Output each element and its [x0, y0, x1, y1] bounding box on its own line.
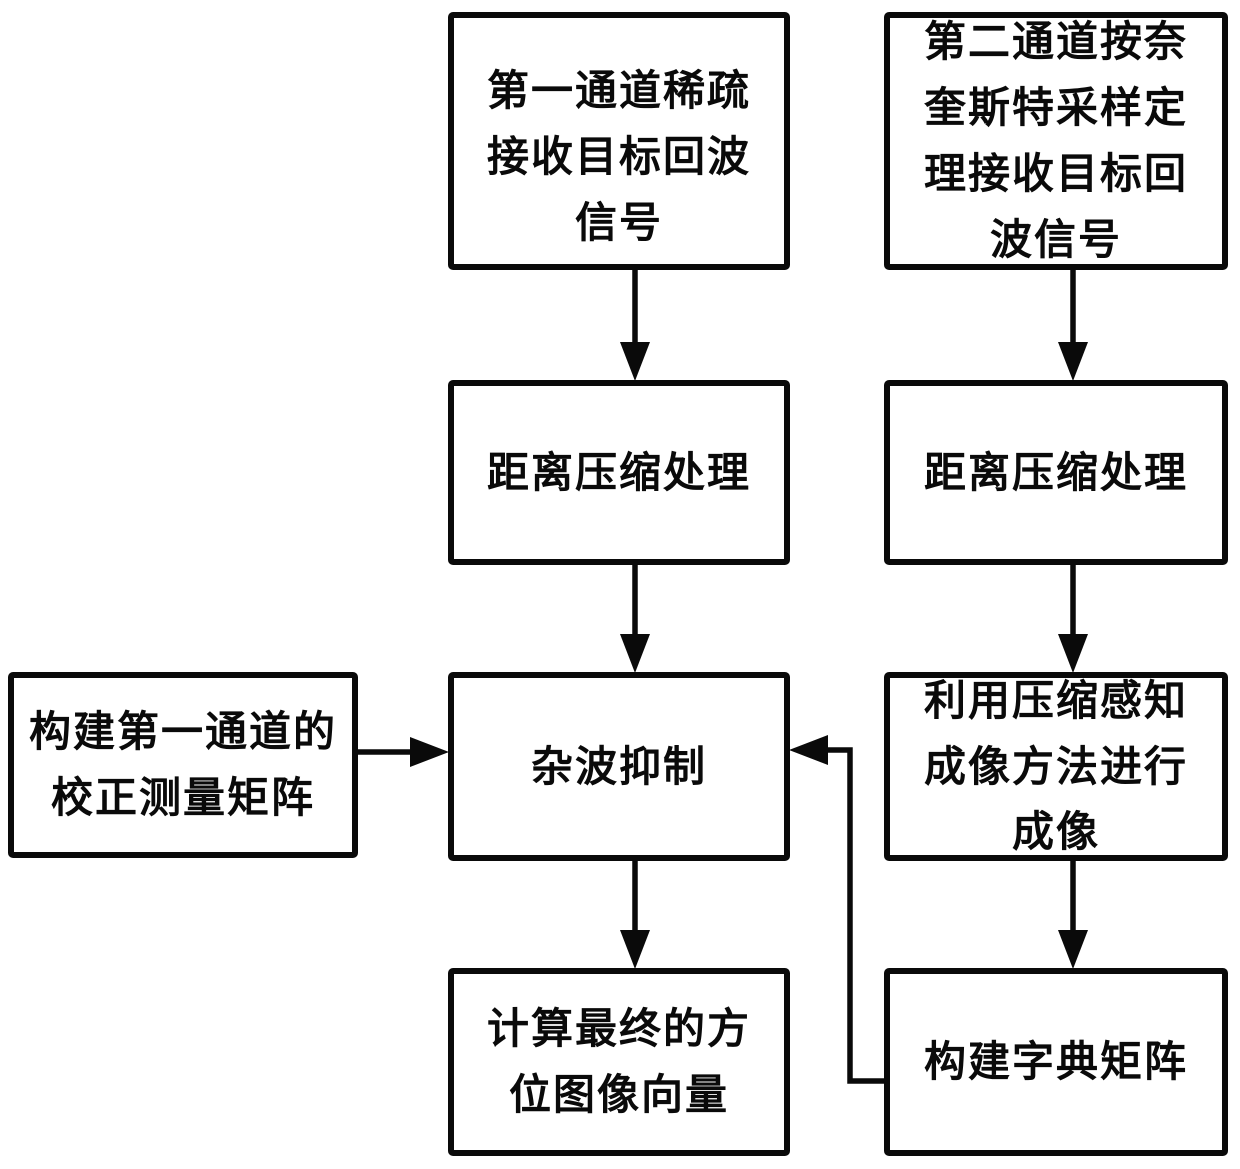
edge-clutter-to-final [620, 859, 650, 969]
node-ch1-receive-label: 第一通道稀疏接收目标回波信号 [486, 66, 751, 247]
node-ch2-receive-label: 第二通道按奈奎斯特采样定理接收目标回波信号 [923, 17, 1188, 264]
node-clutter-suppression-label: 杂波抑制 [530, 741, 707, 791]
node-cs-imaging-label: 利用压缩感知成像方法进行成像 [923, 675, 1188, 857]
node-cs-imaging: 利用压缩感知成像方法进行成像 [884, 672, 1228, 861]
node-dictionary-matrix-label: 构建字典矩阵 [923, 1037, 1188, 1087]
node-range-compress-2-label: 距离压缩处理 [923, 447, 1188, 497]
edge-cs-imaging-to-dictionary [1058, 859, 1088, 969]
node-clutter-suppression: 杂波抑制 [448, 672, 790, 861]
edge-range-compress-1-to-clutter [620, 563, 650, 673]
node-dictionary-matrix: 构建字典矩阵 [884, 968, 1228, 1156]
edge-dictionary-to-clutter [789, 735, 886, 1084]
edge-ch1-to-range-compress-1 [620, 268, 650, 381]
node-ch2-receive: 第二通道按奈奎斯特采样定理接收目标回波信号 [884, 12, 1228, 270]
edge-range-compress-2-to-cs-imaging [1058, 563, 1088, 673]
edge-ch2-to-range-compress-2 [1058, 268, 1088, 381]
node-calibration-matrix: 构建第一通道的校正测量矩阵 [8, 672, 358, 858]
node-range-compress-1-label: 距离压缩处理 [486, 447, 751, 497]
node-final-azimuth-image: 计算最终的方位图像向量 [448, 968, 790, 1156]
node-range-compress-2: 距离压缩处理 [884, 380, 1228, 565]
node-calibration-matrix-label: 构建第一通道的校正测量矩阵 [28, 707, 337, 822]
node-final-azimuth-image-label: 计算最终的方位图像向量 [486, 1004, 751, 1119]
node-ch1-receive: 第一通道稀疏接收目标回波信号 [448, 12, 790, 270]
node-range-compress-1: 距离压缩处理 [448, 380, 790, 565]
edge-calibration-to-clutter [356, 737, 449, 767]
